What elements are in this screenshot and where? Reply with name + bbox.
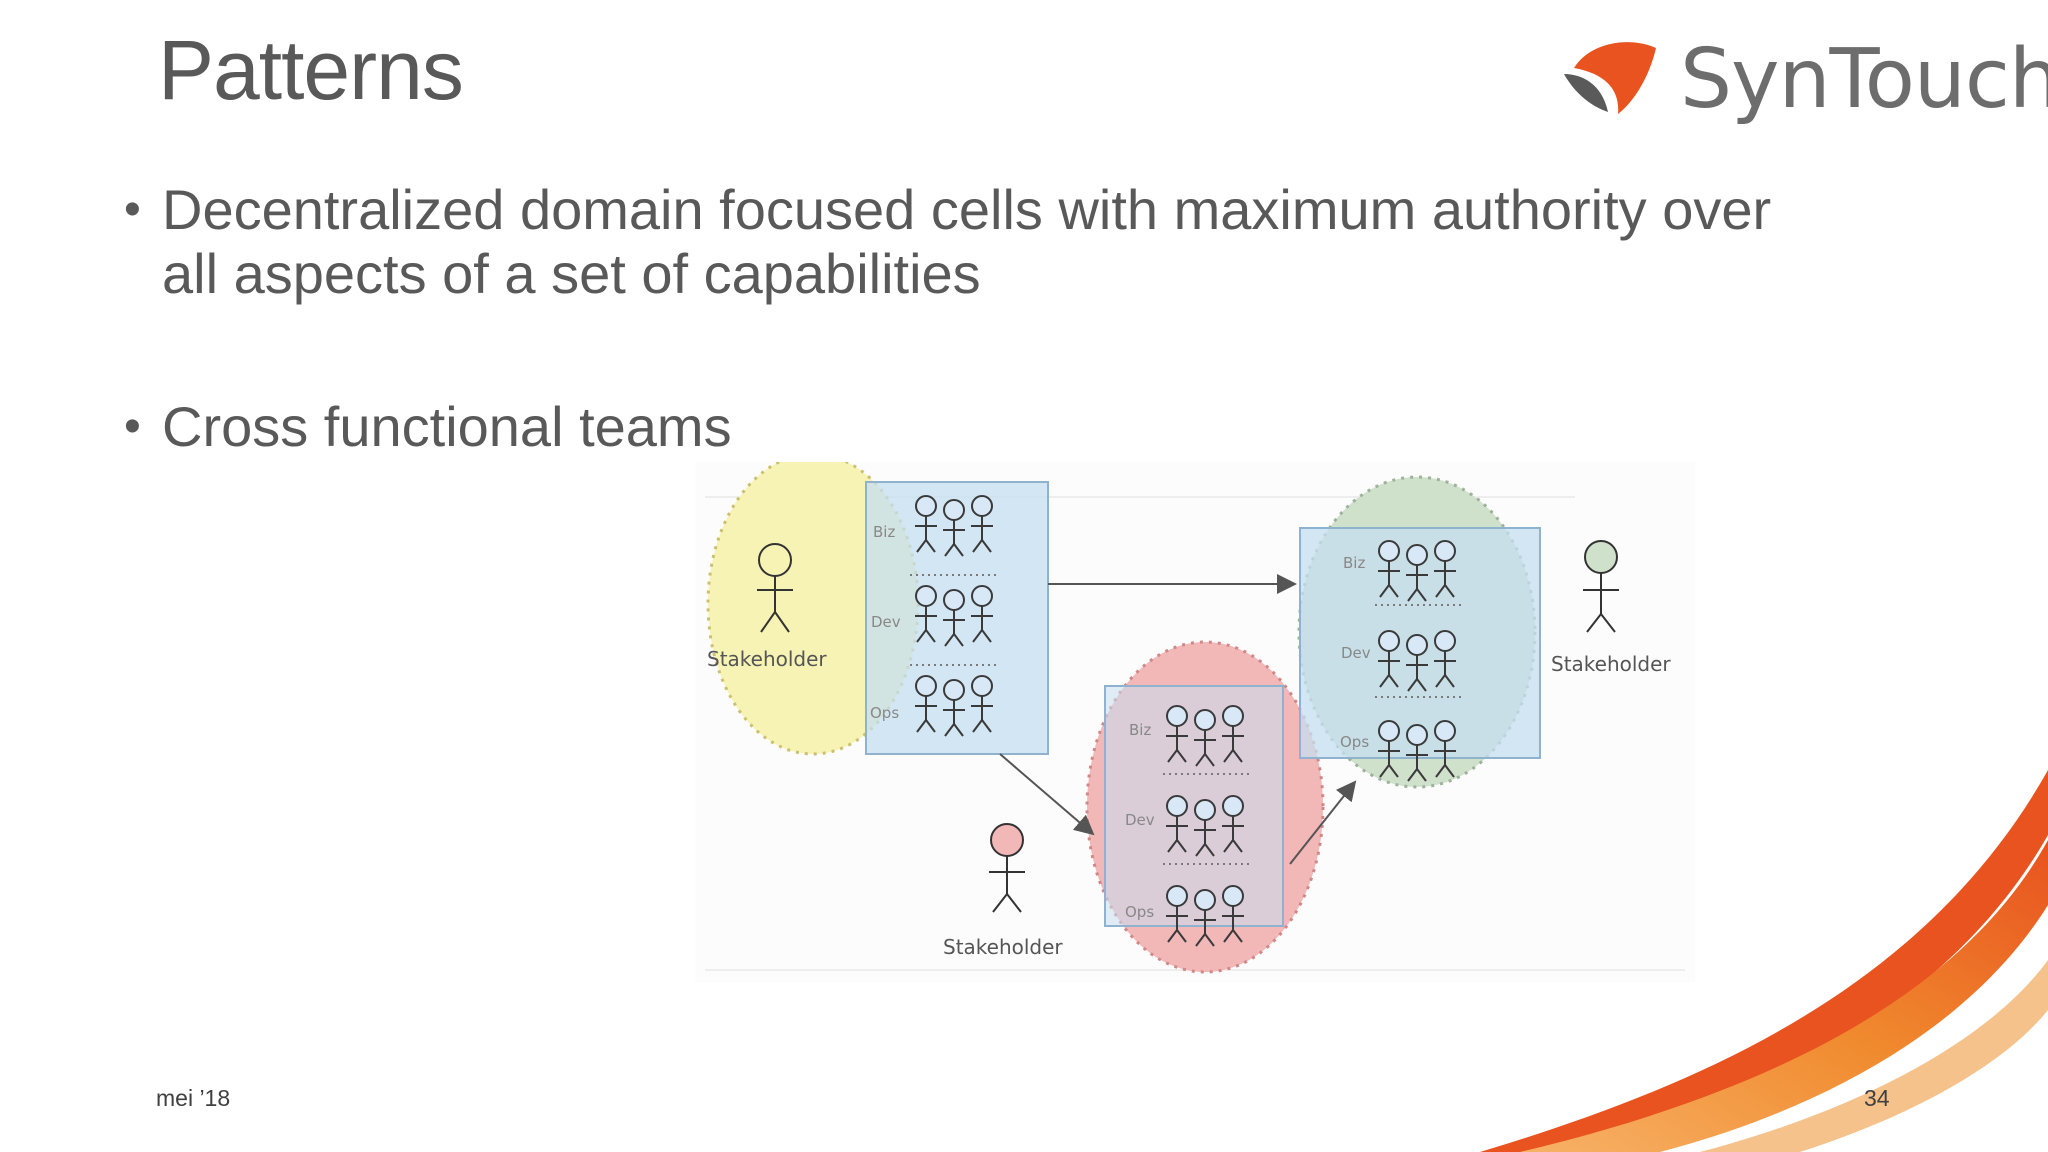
footer-date: mei ’18 <box>156 1085 231 1111</box>
page-number: 34 <box>1864 1085 1890 1111</box>
team-member-figure <box>1166 795 1188 853</box>
team-member-figure <box>1222 795 1244 853</box>
team-member-figure <box>1434 720 1456 778</box>
team-member-figure <box>943 679 965 737</box>
role-label: Ops <box>870 704 899 722</box>
team-member-figure <box>943 499 965 557</box>
role-label: Dev <box>1125 811 1155 829</box>
syntouch-logo-icon <box>1564 42 1656 114</box>
bullet-cross-functional: • Cross functional teams <box>124 395 762 459</box>
stakeholder-bottom: Stakeholder <box>943 823 1063 959</box>
team-member-figure <box>1434 540 1456 598</box>
stakeholder-label: Stakeholder <box>1551 652 1671 676</box>
syntouch-logo: SynTouch <box>1560 30 2048 130</box>
team-member-figure <box>1406 634 1428 692</box>
role-label: Ops <box>1125 903 1154 921</box>
team-member-figure <box>1194 799 1216 857</box>
team-member-figure <box>1166 705 1188 763</box>
role-label: Ops <box>1340 733 1369 751</box>
team-member-figure <box>1222 705 1244 763</box>
team-members <box>915 495 1456 947</box>
bullet-dot: • <box>124 400 141 453</box>
stakeholder-label: Stakeholder <box>943 935 1063 959</box>
bullet-text: Cross functional teams <box>162 395 732 458</box>
arrow-yellow-to-red <box>999 753 1095 836</box>
bullet-dot: • <box>124 183 141 236</box>
team-member-figure <box>943 589 965 647</box>
team-member-figure <box>915 585 937 643</box>
bullet-text: Decentralized domain focused cells with … <box>162 178 1772 305</box>
team-member-figure <box>1406 544 1428 602</box>
logo-text: SynTouch <box>1680 32 2048 127</box>
team-member-figure <box>915 495 937 553</box>
role-label: Biz <box>873 523 895 541</box>
role-label: Dev <box>1341 644 1371 662</box>
cell-diagram: Biz Dev Ops Biz Dev Ops Biz Dev Ops Stak… <box>695 462 1695 982</box>
team-member-figure <box>1434 630 1456 688</box>
stakeholder-label: Stakeholder <box>707 647 827 671</box>
slide-title: Patterns <box>158 23 464 117</box>
role-label: Biz <box>1129 721 1151 739</box>
role-label: Dev <box>871 613 901 631</box>
team-member-figure <box>1166 885 1188 943</box>
role-label: Biz <box>1343 554 1365 572</box>
team-member-figure <box>1222 885 1244 943</box>
team-member-figure <box>971 585 993 643</box>
team-member-figure <box>1378 720 1400 778</box>
team-member-figure <box>915 675 937 733</box>
team-box-red <box>1104 685 1284 927</box>
team-member-figure <box>971 495 993 553</box>
team-box-yellow <box>865 481 1049 755</box>
bullet-decentralized-cells: • Decentralized domain focused cells wit… <box>124 178 1812 306</box>
team-member-figure <box>1378 540 1400 598</box>
team-member-figure <box>1406 724 1428 782</box>
stakeholder-left: Stakeholder <box>707 543 827 671</box>
team-member-figure <box>1194 709 1216 767</box>
team-member-figure <box>1194 889 1216 947</box>
arrow-red-to-green <box>1289 780 1357 865</box>
stakeholder-right: Stakeholder <box>1551 540 1671 676</box>
team-member-figure <box>971 675 993 733</box>
team-member-figure <box>1378 630 1400 688</box>
